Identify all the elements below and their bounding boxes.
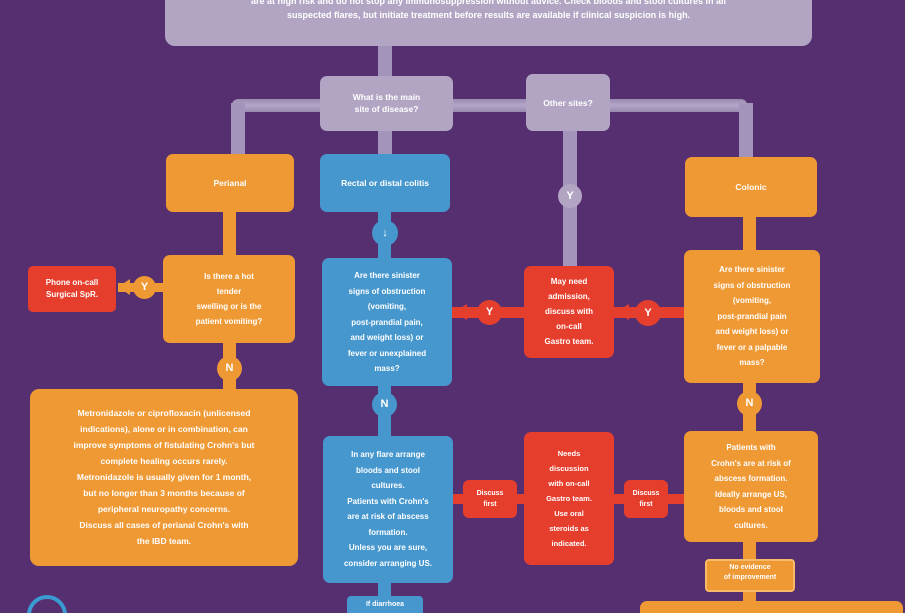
node-rectal-label: Rectal or distal colitis: [341, 178, 429, 188]
othersites-yes-marker: Y: [558, 184, 582, 208]
question-colonic-label: Are there sinister signs of obstruction …: [713, 265, 791, 367]
rectal-yes-label: Y: [485, 306, 494, 318]
pill-discuss-right-label: Discuss first: [632, 490, 660, 508]
question-main-site-label: What is the main site of disease?: [352, 92, 421, 114]
pill-discuss-right: Discuss first: [624, 480, 668, 518]
connector-perianal-down: [223, 212, 236, 257]
node-phone-surgical: Phone on-call Surgical SpR.: [28, 266, 116, 312]
treatment-colonic: Patients with Crohn's are at risk of abs…: [684, 431, 818, 542]
node-admission-label: May need admission, discuss with on-call…: [544, 277, 594, 346]
othersites-yes-label: Y: [566, 190, 574, 202]
banner-note: are at high risk and do not stop any imm…: [165, 0, 812, 46]
rectal-flow-label: ↓: [382, 227, 388, 239]
node-gastro-discussion: Needs discussion with on-call Gastro tea…: [524, 432, 614, 565]
connector-rail: [232, 99, 747, 112]
question-perianal: Is there a hot tender swelling or is the…: [163, 255, 295, 343]
node-phone-surgical-label: Phone on-call Surgical SpR.: [45, 278, 99, 299]
node-bottom-rectal: If diarrhoea: [347, 596, 423, 613]
colonic-yes-label: Y: [644, 307, 652, 319]
colonic-yes-marker: Y: [635, 300, 661, 326]
node-colonic-label: Colonic: [735, 182, 767, 192]
arrowhead-colonic-yes: [616, 304, 629, 320]
perianal-yes-label: Y: [140, 281, 149, 293]
node-bottom-colonic: [640, 601, 903, 613]
node-gastro-discussion-label: Needs discussion with on-call Gastro tea…: [546, 449, 592, 548]
arrowhead-rectal-yes: [454, 304, 467, 320]
question-main-site: What is the main site of disease?: [320, 76, 453, 131]
banner-text: are at high risk and do not stop any imm…: [250, 0, 727, 20]
node-admission: May need admission, discuss with on-call…: [524, 266, 614, 358]
rectal-no-label: N: [380, 398, 389, 410]
node-perianal: Perianal: [166, 154, 294, 212]
perianal-yes-marker: Y: [133, 276, 156, 299]
treatment-perianal: Metronidazole or ciprofloxacin (unlicens…: [30, 389, 298, 566]
treatment-colonic-label: Patients with Crohn's are at risk of abs…: [711, 443, 791, 530]
connector-right-drop: [739, 103, 753, 158]
colonic-no-label: N: [745, 397, 754, 409]
logo-icon: [27, 595, 67, 613]
treatment-perianal-label: Metronidazole or ciprofloxacin (unlicens…: [73, 408, 255, 546]
node-perianal-label: Perianal: [213, 178, 247, 188]
question-other-sites: Other sites?: [526, 74, 610, 131]
question-colonic: Are there sinister signs of obstruction …: [684, 250, 820, 383]
node-rectal: Rectal or distal colitis: [320, 154, 450, 212]
question-perianal-label: Is there a hot tender swelling or is the…: [195, 272, 263, 326]
node-bottom-rectal-label: If diarrhoea: [365, 601, 405, 608]
question-rectal: Are there sinister signs of obstruction …: [322, 258, 452, 386]
colonic-no-marker: N: [737, 391, 762, 416]
rectal-flow-marker: ↓: [372, 220, 398, 246]
node-no-evidence-label: No evidence of improvement: [723, 564, 777, 581]
question-rectal-label: Are there sinister signs of obstruction …: [347, 271, 427, 373]
rectal-no-marker: N: [372, 392, 397, 417]
question-other-sites-label: Other sites?: [543, 98, 593, 108]
perianal-no-label: N: [225, 362, 234, 374]
connector-colonic-down: [743, 217, 756, 252]
connector-center-drop: [378, 128, 392, 155]
connector-left-drop: [231, 103, 245, 155]
node-colonic: Colonic: [685, 157, 817, 217]
node-no-evidence: No evidence of improvement: [705, 559, 795, 592]
connector-banner-down: [378, 46, 392, 78]
treatment-rectal: In any flare arrange bloods and stool cu…: [323, 436, 453, 583]
perianal-no-marker: N: [217, 356, 242, 381]
pill-discuss-left: Discuss first: [463, 480, 517, 518]
pill-discuss-left-label: Discuss first: [476, 490, 504, 508]
treatment-rectal-label: In any flare arrange bloods and stool cu…: [343, 450, 433, 568]
connector-rectal-tail: [378, 583, 391, 597]
arrowhead-perianal-yes: [118, 279, 130, 295]
rectal-yes-marker: Y: [477, 300, 502, 325]
